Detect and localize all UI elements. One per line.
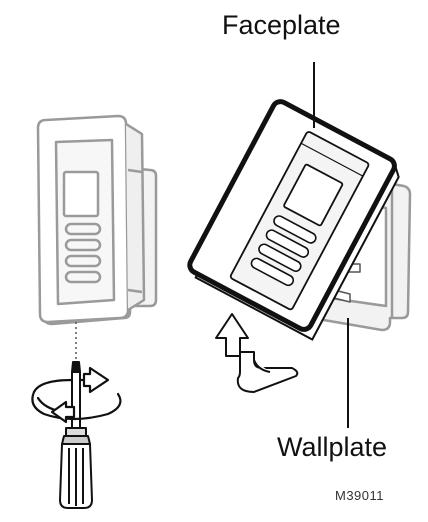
lift-arrow-icon (215, 313, 299, 393)
thermostat-left (36, 114, 158, 326)
screwdriver-icon (59, 361, 93, 509)
figure-code: M39011 (335, 488, 385, 503)
wallplate-label: Wallplate (277, 432, 388, 462)
faceplate-label: Faceplate (222, 10, 341, 40)
faceplate-tilted (187, 99, 400, 341)
rotate-arrow-icon (31, 366, 122, 424)
